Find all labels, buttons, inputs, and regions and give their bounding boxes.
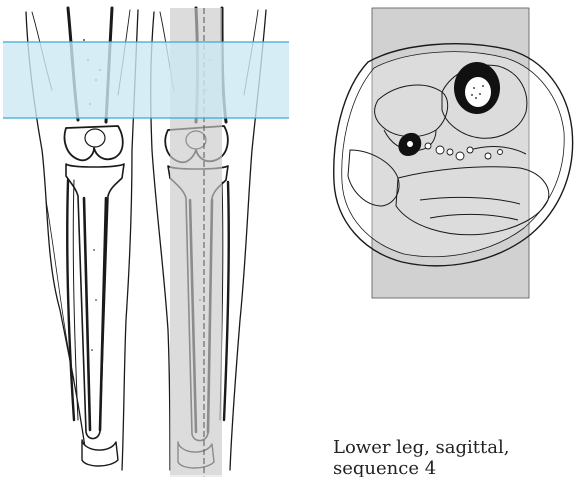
figure-caption: Lower leg, sagittal, sequence 4 xyxy=(333,437,573,477)
caption-line-1: Lower leg, sagittal, xyxy=(333,437,573,458)
caption-line-2: sequence 4 xyxy=(333,458,573,477)
imaging-slab xyxy=(3,42,289,118)
axial-cross-section-illustration xyxy=(334,8,573,298)
